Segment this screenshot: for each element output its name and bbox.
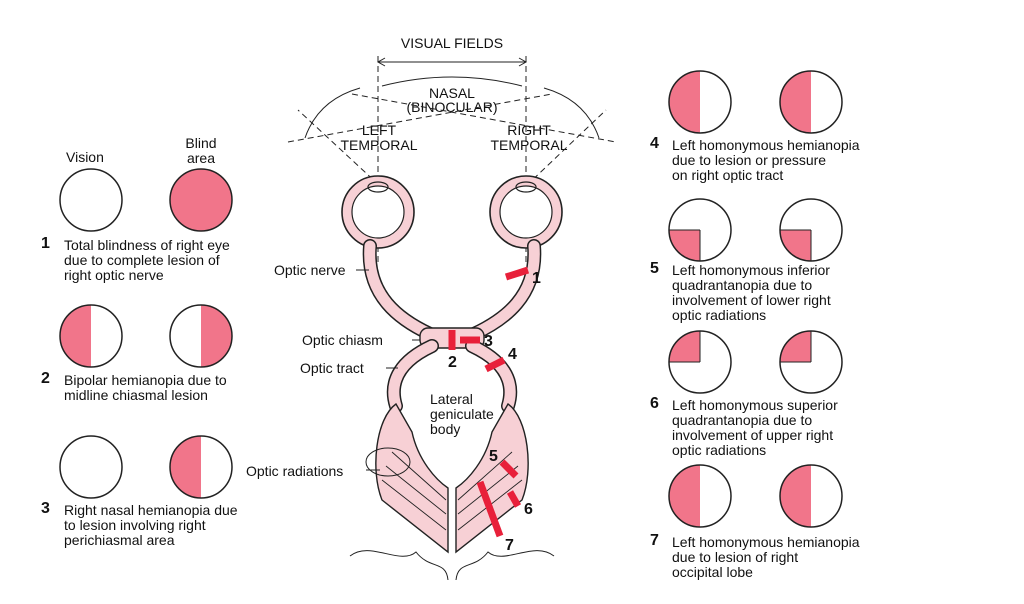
lesion-mark-1 bbox=[504, 266, 530, 281]
occipital-outline-left bbox=[349, 550, 449, 581]
lesion-number-7: 7 bbox=[505, 537, 514, 554]
right-temporal-line1: RIGHT bbox=[507, 122, 551, 138]
case-description-7: Left homonymous hemianopia due to lesion… bbox=[672, 534, 860, 580]
lesion-number-2: 2 bbox=[448, 354, 457, 371]
optic-tract-label: Optic tract bbox=[300, 360, 364, 376]
blind-area-header: Blind area bbox=[185, 135, 217, 166]
lesion-number-3: 3 bbox=[484, 333, 493, 350]
case-number-5: 5 bbox=[650, 260, 659, 277]
case-description-2: Bipolar hemianopia due to midline chiasm… bbox=[64, 372, 227, 403]
left-optic-tract bbox=[388, 340, 438, 412]
blind-area-circle-1 bbox=[169, 168, 233, 232]
case-description-6: Left homonymous superior quadrantanopia … bbox=[672, 397, 838, 458]
left-temporal-line1: LEFT bbox=[362, 122, 397, 138]
vision-header: Vision bbox=[66, 149, 104, 165]
lesion-mark-4 bbox=[484, 356, 506, 373]
case-description-3: Right nasal hemianopia due to lesion inv… bbox=[64, 502, 238, 548]
right-optic-radiation bbox=[455, 402, 529, 554]
left-eye-field-5 bbox=[668, 198, 732, 262]
right-eye-field-6 bbox=[779, 330, 843, 394]
case-number-7: 7 bbox=[650, 532, 659, 549]
lesion-number-6: 6 bbox=[524, 501, 533, 518]
optic-radiations-label: Optic radiations bbox=[246, 463, 343, 479]
case-description-1: Total blindness of right eye due to comp… bbox=[64, 237, 230, 283]
nasal-label-line1: NASAL bbox=[429, 85, 475, 101]
lesion-mark-7 bbox=[476, 480, 504, 538]
right-lens bbox=[515, 181, 537, 193]
left-eye-field-4 bbox=[668, 70, 732, 134]
left-lens bbox=[367, 181, 389, 193]
geniculate-outline bbox=[365, 447, 411, 477]
blind-area-circle-2 bbox=[169, 304, 233, 368]
right-eye-field-4 bbox=[779, 70, 843, 134]
lesion-mark-6 bbox=[506, 490, 522, 508]
right-temporal-line2: TEMPORAL bbox=[490, 137, 567, 153]
left-optic-nerve bbox=[364, 240, 436, 340]
case-description-4: Left homonymous hemianopia due to lesion… bbox=[672, 137, 860, 183]
case-number-2: 2 bbox=[41, 370, 50, 387]
right-eye-field-5 bbox=[779, 198, 843, 262]
case-number-1: 1 bbox=[41, 235, 50, 252]
vision-circle-2 bbox=[59, 304, 123, 368]
lesion-number-4: 4 bbox=[508, 346, 517, 363]
optic-nerve-label: Optic nerve bbox=[274, 262, 346, 278]
case-number-6: 6 bbox=[650, 395, 659, 412]
case-number-3: 3 bbox=[41, 500, 50, 517]
left-eye-field-7 bbox=[668, 464, 732, 528]
left-optic-radiation bbox=[375, 402, 449, 554]
nasal-label-line2: (BINOCULAR) bbox=[406, 99, 497, 115]
case-number-4: 4 bbox=[650, 135, 659, 152]
right-eye-field-7 bbox=[779, 464, 843, 528]
vision-circle-1 bbox=[59, 168, 123, 232]
left-temporal-arc bbox=[304, 87, 361, 139]
right-temporal-arc bbox=[543, 87, 600, 139]
lesion-number-1: 1 bbox=[532, 270, 541, 287]
lesion-number-5: 5 bbox=[489, 448, 498, 465]
occipital-outline-right bbox=[455, 550, 555, 581]
visual-fields-title: VISUAL FIELDS bbox=[401, 35, 503, 51]
case-description-5: Left homonymous inferior quadrantanopia … bbox=[672, 262, 831, 323]
optic-chiasm-label: Optic chiasm bbox=[302, 332, 383, 348]
right-optic-tract bbox=[466, 340, 516, 412]
left-temporal-line2: TEMPORAL bbox=[340, 137, 417, 153]
left-eye-field-6 bbox=[668, 330, 732, 394]
blind-area-circle-3 bbox=[169, 435, 233, 499]
vision-circle-3 bbox=[59, 435, 123, 499]
lateral-geniculate-label: Lateral geniculate body bbox=[430, 391, 498, 437]
nasal-field-arc bbox=[381, 76, 523, 87]
lesion-mark-5 bbox=[499, 459, 519, 479]
right-optic-nerve bbox=[468, 240, 540, 340]
